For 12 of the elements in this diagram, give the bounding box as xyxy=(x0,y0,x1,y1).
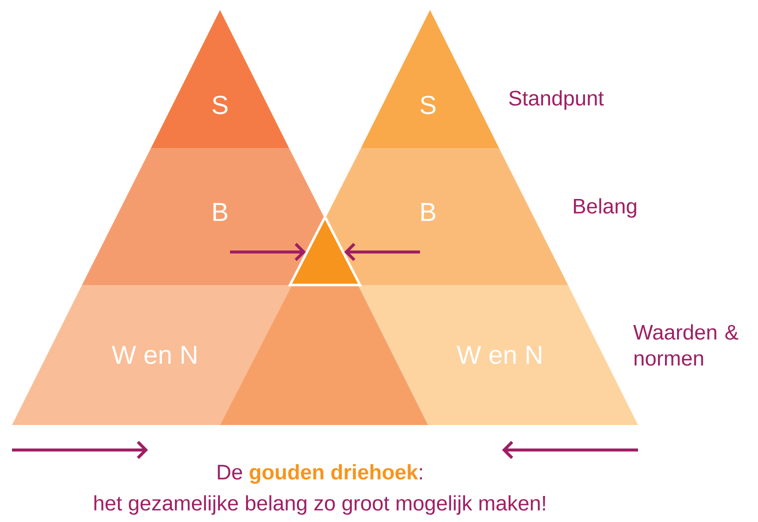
caption-text: De gouden driehoek: xyxy=(218,464,422,484)
overlap-area xyxy=(220,285,428,425)
band: S xyxy=(151,10,289,148)
band: W en N xyxy=(12,285,292,425)
arrow xyxy=(344,242,420,262)
side-label: Belang xyxy=(574,198,636,218)
band: S xyxy=(361,10,499,148)
side-label: Standpunt xyxy=(509,90,604,110)
band: B xyxy=(82,148,325,285)
arrow xyxy=(230,242,306,262)
band: B xyxy=(325,148,568,285)
caption-text: het gezamelijke belang zo groot mogelijk maken! xyxy=(94,495,546,515)
